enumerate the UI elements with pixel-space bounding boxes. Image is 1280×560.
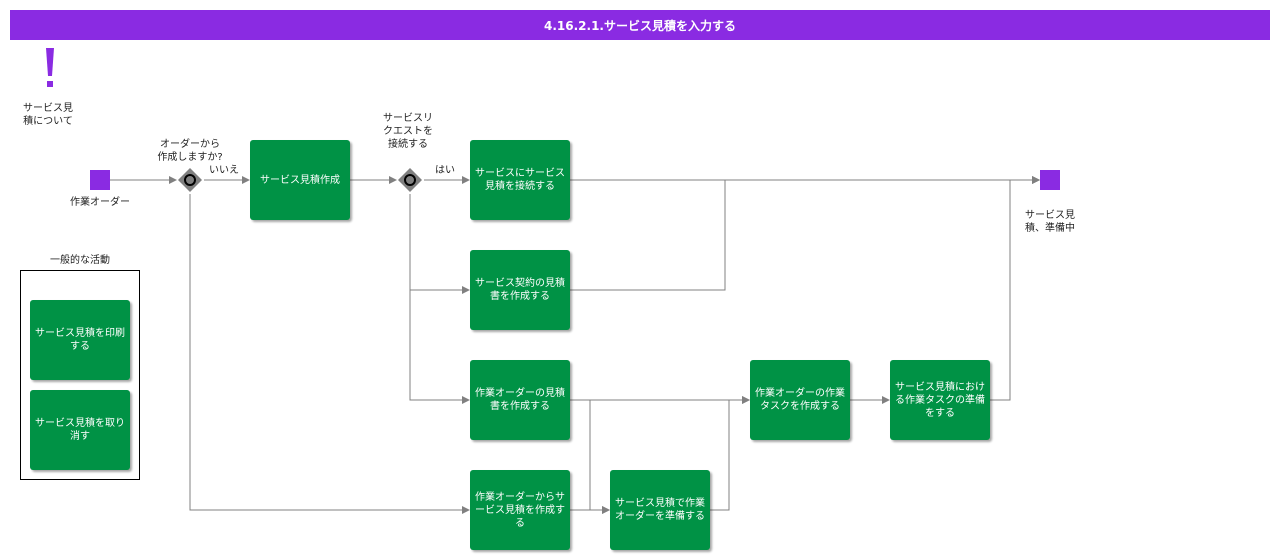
task-create-work-task[interactable]: 作業オーダーの作業タスクを作成する — [750, 360, 850, 440]
task-connect-quote[interactable]: サービスにサービス見積を接続する — [470, 140, 570, 220]
gateway-no-label: いいえ — [209, 165, 239, 176]
edge-gw1-fromwo — [189, 194, 470, 514]
annotation-text: サービス見 積について — [23, 103, 73, 127]
task-workorder-quote[interactable]: 作業オーダーの見積書を作成する — [470, 360, 570, 440]
diagram-title: 4.16.2.1.サービス見積を入力する — [10, 10, 1270, 40]
edge-prepare-task-to-end — [990, 176, 1040, 401]
exclusive-gateway-order[interactable] — [177, 167, 203, 193]
gateway-connect-label: サービスリ クエストを 接続する — [383, 113, 433, 150]
edge-gw2-wo — [409, 290, 470, 404]
end-event[interactable] — [1040, 170, 1060, 190]
task-quote-from-workorder[interactable]: 作業オーダーからサービス見積を作成する — [470, 470, 570, 550]
exclusive-gateway-connect[interactable] — [397, 167, 423, 193]
exclamation-icon — [46, 48, 54, 87]
task-cancel-quote[interactable]: サービス見積を取り消す — [30, 390, 130, 470]
task-contract-quote[interactable]: サービス契約の見積書を作成する — [470, 250, 570, 330]
edge-prepare-to-task — [710, 396, 750, 511]
start-event[interactable] — [90, 170, 110, 190]
edge-contract-to-end — [570, 176, 1040, 291]
task-print-quote[interactable]: サービス見積を印刷する — [30, 300, 130, 380]
edge-wo-to-prepare — [589, 400, 610, 514]
task-prepare-workorder[interactable]: サービス見積で作業オーダーを準備する — [610, 470, 710, 550]
gateway-order-label: オーダーから 作成しますか? — [157, 139, 223, 163]
start-event-label: 作業オーダー — [70, 197, 130, 208]
edge-gw2-contract — [409, 194, 470, 294]
task-prepare-work-task[interactable]: サービス見積における作業タスクの準備をする — [890, 360, 990, 440]
common-activities-group — [20, 270, 140, 480]
group-label: 一般的な活動 — [50, 255, 110, 266]
task-create-quote[interactable]: サービス見積作成 — [250, 140, 350, 220]
end-event-label: サービス見 積、準備中 — [1025, 210, 1075, 234]
gateway-yes-label: はい — [435, 165, 455, 176]
